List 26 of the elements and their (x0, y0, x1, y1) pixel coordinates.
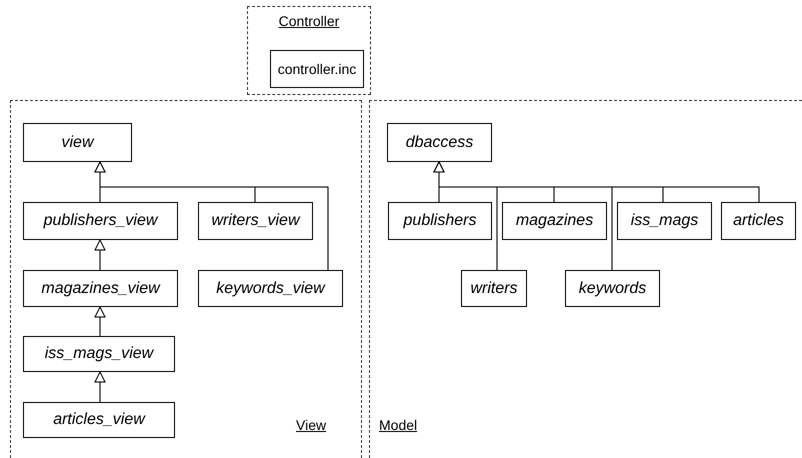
class-box: controller.inc (270, 50, 364, 88)
class-box: iss_mags (617, 202, 712, 240)
package-frame (10, 100, 362, 458)
package-label: Controller (278, 13, 340, 29)
inheritance-arrow (94, 162, 328, 270)
package-label: Model (379, 417, 418, 433)
inheritance-arrow (434, 162, 760, 202)
inheritance-arrow (94, 306, 106, 336)
class-box: keywords (565, 270, 660, 307)
class-box: magazines (502, 202, 607, 240)
package-frame (369, 100, 802, 458)
class-box: writers (461, 270, 527, 307)
package-frame (247, 6, 371, 95)
inheritance-arrow (94, 372, 106, 402)
class-box: publishers (388, 202, 492, 240)
class-box: writers_view (198, 202, 313, 240)
class-box: articles_view (23, 402, 175, 438)
class-box: magazines_view (23, 270, 178, 307)
class-box: keywords_view (198, 270, 343, 307)
class-box: iss_mags_view (23, 336, 175, 372)
class-box: dbaccess (387, 123, 492, 162)
inheritance-arrow (94, 240, 106, 270)
package-label: View (296, 417, 326, 433)
class-box: view (23, 123, 132, 162)
class-box: publishers_view (23, 202, 178, 240)
class-box: articles (721, 202, 796, 240)
